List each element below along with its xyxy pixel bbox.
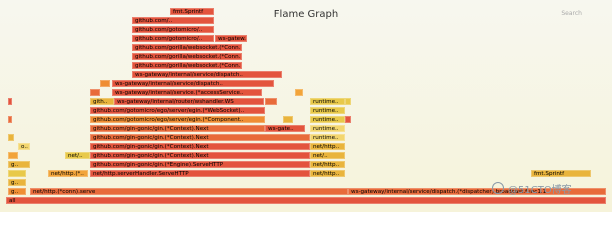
frame-access-service[interactable]: ws-gateway/internal/service.(*accessServ… — [112, 89, 262, 96]
frame-runtime-1[interactable]: runtime.. — [310, 134, 345, 141]
frame-runtime-4[interactable]: runtime.. — [310, 107, 345, 114]
frame-small-8[interactable] — [265, 98, 277, 105]
frame-g-2[interactable]: g.. — [8, 179, 26, 186]
frame-small-2[interactable] — [8, 152, 18, 159]
frame-gorilla-3[interactable]: github.com/gorilla/websocket.(*Conn.. — [132, 44, 242, 51]
frame-gin-next-4[interactable]: github.com/gin-gonic/gin.(*Context).Next — [90, 125, 265, 132]
frame-gin-engine-servehttp[interactable]: github.com/gin-gonic/gin.(*Engine).Serve… — [90, 161, 310, 168]
frame-small-6[interactable] — [90, 89, 100, 96]
frame-small-11[interactable] — [345, 98, 351, 105]
watermark: @51CTO博客 — [492, 181, 604, 196]
watermark-text: @51CTO博客 — [508, 184, 572, 196]
frame-small-1[interactable] — [8, 170, 26, 177]
frame-runtime-5[interactable]: runtime.. — [310, 98, 345, 105]
frame-http-conn-serve[interactable]: net/http.(*conn).serve — [30, 188, 348, 195]
frame-small-3[interactable] — [8, 134, 14, 141]
frame-gith[interactable]: gith.. — [90, 98, 114, 105]
frame-dispatch-2[interactable]: ws-gateway/internal/service/dispatch.. — [132, 71, 282, 78]
frame-net-http-right-3[interactable]: net/http.. — [310, 143, 345, 150]
frame-egin-websocket[interactable]: github.com/gotomicro/ego/server/egin.(*W… — [90, 107, 265, 114]
frame-gotomicro-2[interactable]: github.com/gotomicro/.. — [132, 26, 214, 33]
search-button[interactable]: Search — [561, 10, 582, 17]
frame-all[interactable]: all — [6, 197, 606, 204]
frame-g-3[interactable]: g.. — [8, 161, 30, 168]
frame-serverhandler-servehttp[interactable]: net/http.serverHandler.ServeHTTP — [90, 170, 310, 177]
flame-graph-canvas: Flame Graph Search all net/http.(*conn).… — [0, 0, 612, 212]
frame-net-short-2[interactable]: net/.. — [310, 152, 345, 159]
frame-ws-gatew[interactable]: ws-gatew.. — [215, 35, 247, 42]
frame-gin-next-2[interactable]: github.com/gin-gonic/gin.(*Context).Next — [90, 143, 310, 150]
frame-o-1[interactable]: o.. — [18, 143, 30, 150]
frame-small-10[interactable] — [295, 89, 303, 96]
frame-runtime-3[interactable]: runtime.. — [310, 116, 345, 123]
frame-small-12[interactable] — [345, 116, 351, 123]
frame-gorilla-1[interactable]: github.com/gorilla/websocket.(*Conn.. — [132, 62, 242, 69]
frame-egin-component[interactable]: github.com/gotomicro/ego/server/egin.(*C… — [90, 116, 265, 123]
frame-net-http-short[interactable]: net/http.(*.. — [48, 170, 88, 177]
frame-dispatch-1[interactable]: ws-gateway/internal/service/dispatch.. — [112, 80, 274, 87]
frame-wshandler-ws[interactable]: ws-gateway/internal/router/wshandler.WS — [114, 98, 264, 105]
frame-gotomicro-1[interactable]: github.com/gotomicro/.. — [132, 35, 214, 42]
frame-dispatch-broadcast[interactable]: ws-gateway/internal/service/dispatch.(*d… — [348, 188, 606, 195]
frame-g-1[interactable]: g.. — [8, 188, 26, 195]
frame-gin-next-3[interactable]: github.com/gin-gonic/gin.(*Context).Next — [90, 134, 310, 141]
frame-github-short[interactable]: github.com/.. — [132, 17, 214, 24]
frame-small-7[interactable] — [100, 80, 110, 87]
frame-ws-gate[interactable]: ws-gate.. — [265, 125, 305, 132]
frame-net-short-1[interactable]: net/.. — [65, 152, 90, 159]
frame-small-9[interactable] — [283, 116, 293, 123]
watermark-logo-icon — [492, 182, 504, 194]
frame-fmt-sprintf-top[interactable]: fmt.Sprintf — [170, 8, 214, 15]
frame-gin-next-1[interactable]: github.com/gin-gonic/gin.(*Context).Next — [90, 152, 310, 159]
frame-small-4[interactable] — [8, 116, 12, 123]
frame-gorilla-2[interactable]: github.com/gorilla/websocket.(*Conn.. — [132, 53, 242, 60]
page-title: Flame Graph — [273, 9, 339, 20]
frame-net-http-right-2[interactable]: net/http.. — [310, 161, 345, 168]
frame-net-http-right-1[interactable]: net/http.. — [310, 170, 345, 177]
frame-fmt-sprintf-right[interactable]: fmt.Sprintf — [531, 170, 591, 177]
frame-runtime-2[interactable]: runtime.. — [310, 125, 345, 132]
frame-small-5[interactable] — [8, 98, 12, 105]
